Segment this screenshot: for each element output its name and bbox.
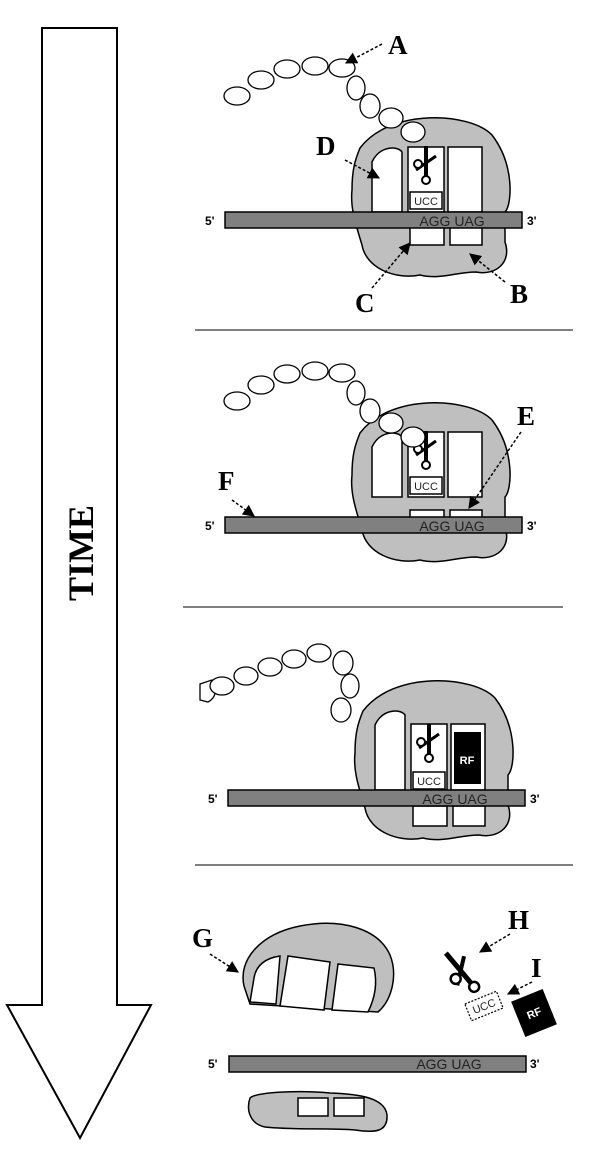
trna-bottom-left [412,805,448,827]
label-f: F [218,466,235,496]
trna-bottom-right [452,805,486,827]
time-arrow: TIME [5,27,153,1141]
mrna-5prime: 5' [208,1057,218,1071]
large-subunit-slot-1 [249,955,281,1005]
mrna-strand [224,211,523,229]
mrna-3prime: 3' [527,214,537,228]
mrna-strand [224,516,523,534]
label-e: E [517,401,535,431]
pointer-i [506,981,533,995]
polypeptide-chain [223,56,426,143]
large-subunit-slot-2 [279,955,331,1011]
pointer-b [469,253,506,283]
mrna-codons: AGG UAG [419,518,484,534]
panel-4: 5' 3' AGG UAG UCC RF G H I [192,905,557,1133]
label-h: H [508,905,529,935]
pointer-f [231,499,255,517]
mrna-5prime: 5' [208,792,218,806]
release-factor-label: RF [460,755,475,767]
release-factor [454,732,481,784]
mrna-3prime: 3' [530,792,540,806]
mrna-5prime: 5' [205,519,215,533]
label-a: A [388,30,408,60]
label-g: G [192,923,213,953]
anticodon-box [412,771,446,790]
anticodon-box [409,191,443,210]
polypeptide-chain [223,361,426,448]
mrna-codons: AGG UAG [419,213,484,229]
released-release-factor: RF [511,989,557,1037]
panel-3: UCC RF 5' 3' AGG UAG [199,643,540,841]
trna-a-site [447,431,483,498]
large-subunit-slot-3 [331,963,377,1013]
polypeptide-chain [199,643,360,723]
mrna-codons: AGG UAG [416,1056,481,1072]
scissors-icon [416,724,440,763]
small-subunit-slot-2 [333,1097,365,1117]
label-i: I [531,953,542,983]
pointer-e [468,431,522,509]
trna-e-site [371,147,403,213]
label-c: C [355,288,375,318]
pointer-d [344,159,381,179]
mrna-strand [228,1055,527,1073]
released-anticodon-tag: UCC [464,990,504,1022]
trna-e-site [371,432,403,498]
scissors-icon [413,146,437,185]
mrna-3prime: 3' [530,1057,540,1071]
anticodon-text: UCC [417,776,441,788]
anticodon-box [409,476,443,495]
released-scissors-icon [443,951,481,994]
panel-1: UCC 5' 3' AGG UAG A D C B [205,30,537,318]
anticodon-text: UCC [414,196,438,208]
mrna-codons: AGG UAG [422,791,487,807]
panel-2: UCC 5' 3' AGG UAG E F [205,361,537,563]
pointer-g [209,953,240,973]
small-subunit-slot-1 [297,1097,329,1117]
pointer-a [344,43,383,64]
mrna-3prime: 3' [527,519,537,533]
trna-a-site [447,146,483,213]
released-release-factor-label: RF [525,1006,543,1023]
time-label: TIME [61,505,101,601]
mrna-5prime: 5' [205,214,215,228]
label-d: D [316,131,336,161]
anticodon-text: UCC [414,481,438,493]
pointer-h [478,933,511,953]
label-b: B [510,279,528,309]
trna-e-site [374,710,406,791]
mrna-strand [227,789,526,807]
